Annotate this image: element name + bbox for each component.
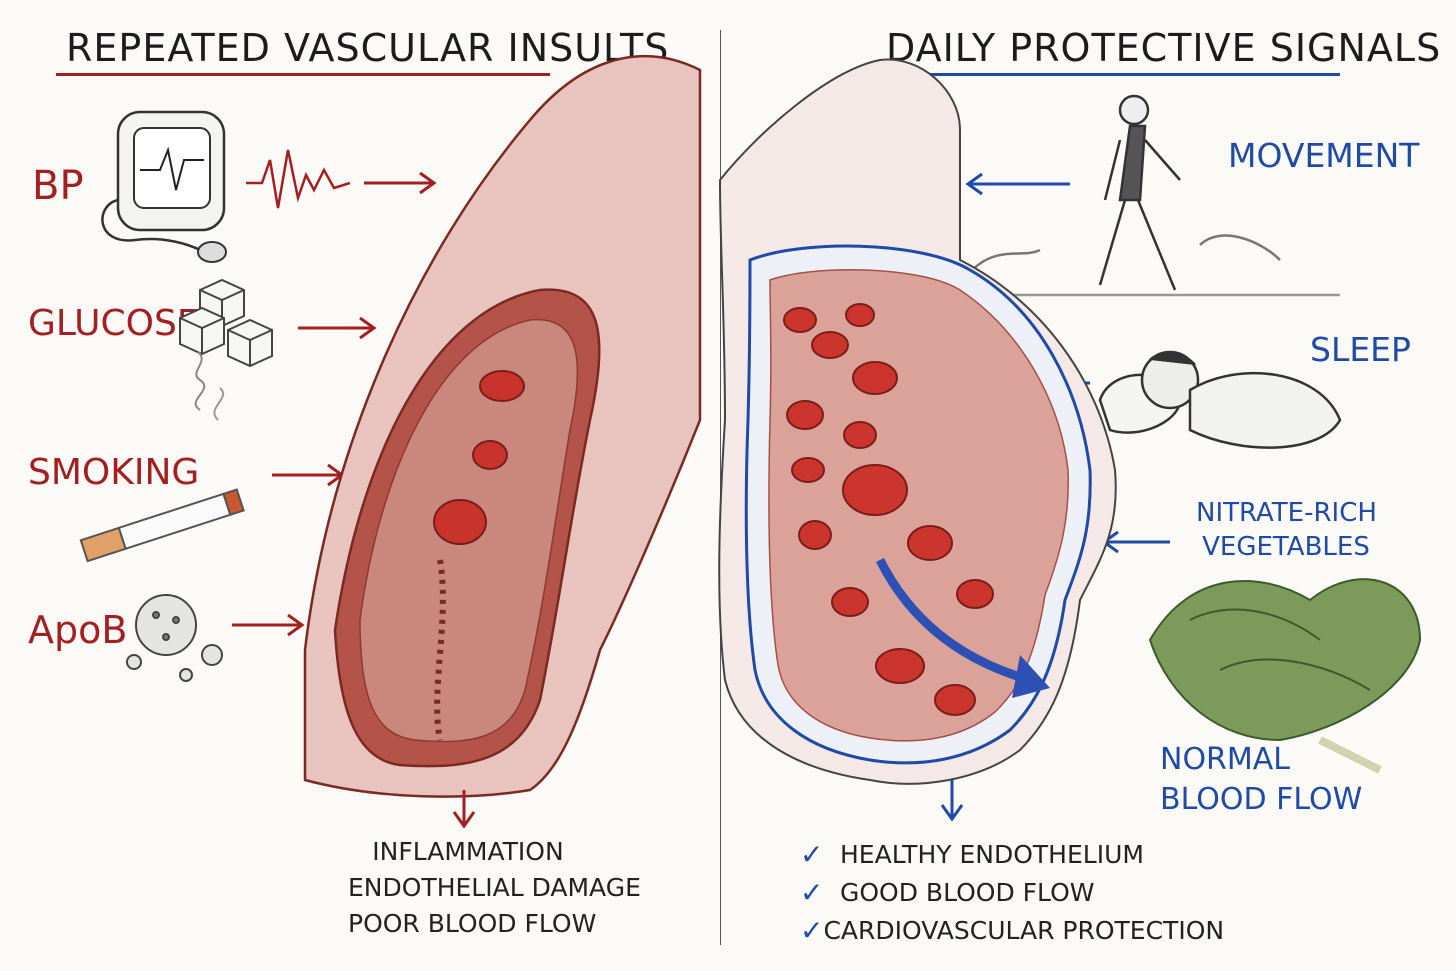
right-outcome-3: ✓ CARDIOVASCULAR PROTECTION [800,913,1225,947]
damaged-artery-illustration [303,55,702,798]
cigarette-icon [79,351,245,563]
insult-label-apob: ApoB [28,608,128,652]
check-icon: ✓ [800,837,824,871]
check-icon: ✓ [800,913,824,947]
signal-label-vegetables: NITRATE-RICH VEGETABLES [1196,498,1377,562]
left-outcome-2: ENDOTHELIAL DAMAGE [348,873,641,902]
left-illustration-layer [79,55,702,829]
sleeping-man-icon [1098,350,1342,449]
healthy-artery-illustration [718,58,1117,785]
right-title: DAILY PROTECTIVE SIGNALS [886,26,1442,70]
right-outcome-arrow [940,780,964,822]
right-outcome-2: ✓ GOOD BLOOD FLOW [800,875,1095,909]
blood-pressure-monitor-icon [101,110,227,263]
right-outcome-1: ✓ HEALTHY ENDOTHELIUM [800,837,1144,871]
left-outcome-1: INFLAMMATION [372,837,564,866]
insult-label-glucose: GLUCOSE [28,303,200,344]
check-icon: ✓ [800,875,824,909]
left-outcomes: INFLAMMATION ENDOTHELIAL DAMAGE POOR BLO… [348,834,641,942]
left-title: REPEATED VASCULAR INSULTS [66,26,670,70]
left-outcome-arrow [452,790,476,829]
lipoprotein-particles-icon [126,594,223,682]
normal-blood-flow-label: NORMAL BLOOD FLOW [1160,742,1363,817]
signal-label-movement: MOVEMENT [1228,136,1420,175]
heartbeat-line-icon [246,149,351,209]
left-title-underline [56,73,550,76]
insult-label-smoking: SMOKING [28,452,200,493]
insult-label-bp: BP [32,163,84,209]
leafy-greens-icon [1148,578,1422,774]
sugar-cubes-icon [179,278,273,368]
walking-man-icon [958,94,1340,297]
signal-label-sleep: SLEEP [1310,330,1411,369]
left-outcome-3: POOR BLOOD FLOW [348,909,597,938]
right-illustration-layer [718,58,1422,822]
right-outcomes: ✓ HEALTHY ENDOTHELIUM ✓ GOOD BLOOD FLOW … [800,835,1225,949]
right-title-underline [882,73,1340,76]
